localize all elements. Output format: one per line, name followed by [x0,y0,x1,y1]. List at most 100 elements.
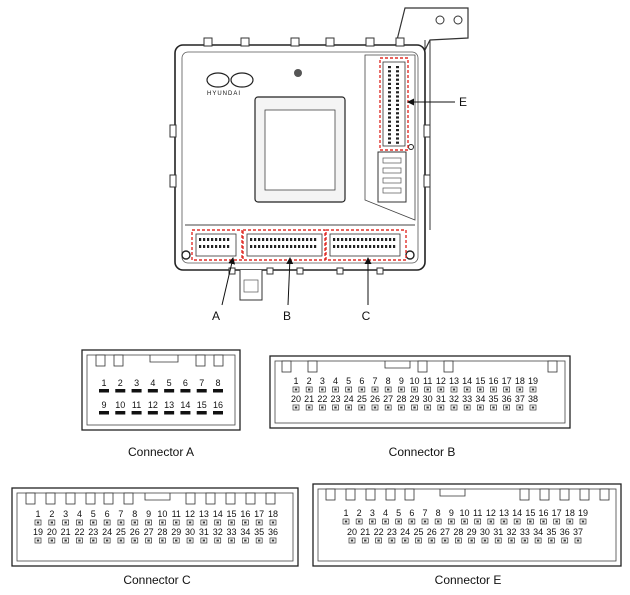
pin-terminal-core [78,539,81,542]
pin-terminal [89,519,97,526]
connector-key [539,488,550,501]
header-pin [369,245,372,248]
pin-terminal [115,411,126,415]
pin-terminal-core [403,539,407,542]
pin-label: 5 [91,509,96,519]
module-header-e [382,61,406,147]
pin-terminal-core [50,521,54,524]
pin-label: 9 [399,376,404,386]
brand-text: HYUNDAI [207,91,241,97]
pin-terminal [186,519,194,526]
header-pin [396,70,399,73]
pin-terminal [99,411,109,415]
pin-label: 15 [525,508,535,518]
header-pin [223,238,226,241]
pin-terminal-core [216,539,219,542]
header-pin [396,129,399,132]
module-header-a [195,233,237,257]
pin-terminal-core [439,388,443,391]
pin-terminal-core [294,388,298,391]
header-pin [389,238,392,241]
pin-label: 5 [396,508,401,518]
pin-terminal-core [360,406,364,409]
pin-terminal [200,537,208,544]
header-pin [262,238,265,241]
header-pin [361,245,364,248]
pin-terminal-core [244,539,247,542]
pin-terminal [213,389,223,393]
header-pin [341,238,344,241]
header-pin [388,74,391,77]
pin-label: 8 [215,378,220,388]
header-pin [203,238,206,241]
pin-terminal-core [465,406,469,409]
header-pin [388,137,391,140]
pin-label: 22 [74,527,84,537]
pin-terminal-core [216,521,219,524]
header-pin [254,245,257,248]
pin-terminal-core [430,539,433,542]
header-pin [361,238,364,241]
module-header-b [246,233,323,257]
pin-label: 14 [180,400,190,410]
pin-terminal-core [202,539,206,542]
pin-terminal [214,519,222,526]
pin-terminal [305,404,313,411]
header-pin [388,129,391,132]
connector-key [365,488,376,501]
pin-terminal-core [384,520,387,523]
header-pin [388,66,391,69]
header-pin [290,245,293,248]
connector-key [345,488,356,501]
pin-label: 3 [370,508,375,518]
pin-terminal [540,518,547,525]
pin-label: 25 [116,527,126,537]
pin-terminal [358,404,366,411]
pin-terminal-core [555,520,558,523]
callout-box-a [191,229,243,261]
pin-terminal-core [373,388,377,391]
header-pin [396,99,399,102]
pin-terminal-core [423,520,427,523]
header-pin [302,238,305,241]
pin-terminal [117,537,125,544]
connector-key [113,354,124,367]
bottom-nub [266,267,274,275]
pin-label: 20 [347,527,357,537]
pin-terminal [371,386,379,393]
pin-label: 14 [512,508,522,518]
pin-terminal-core [581,520,585,523]
pin-terminal-core [536,539,540,542]
pin-terminal-core [64,539,67,542]
pin-terminal-core [529,520,532,523]
header-pin [286,245,289,248]
pin-terminal [521,537,529,544]
pin-terminal-core [410,520,414,523]
pin-terminal [481,537,489,544]
pin-terminal-core [175,539,178,542]
pin-terminal-core [147,539,150,542]
pin-label: 13 [199,509,209,519]
header-pin [345,238,348,241]
pin-label: 29 [171,527,181,537]
pin-terminal-core [568,520,572,523]
pin-label: 13 [164,400,174,410]
pin-terminal-core [518,388,522,391]
pin-terminal [513,518,521,525]
pin-terminal-core [426,388,429,391]
header-pin [388,82,391,85]
pin-terminal [450,404,458,411]
pin-terminal [214,537,222,544]
header-pin [396,95,399,98]
pin-terminal-core [230,539,233,542]
pin-terminal-core [531,388,535,391]
header-pin [388,141,391,144]
header-pin [270,238,273,241]
top-clip [240,37,250,47]
pin-terminal-core [347,406,350,409]
pin-terminal-core [344,520,348,523]
connector-key [559,488,570,501]
